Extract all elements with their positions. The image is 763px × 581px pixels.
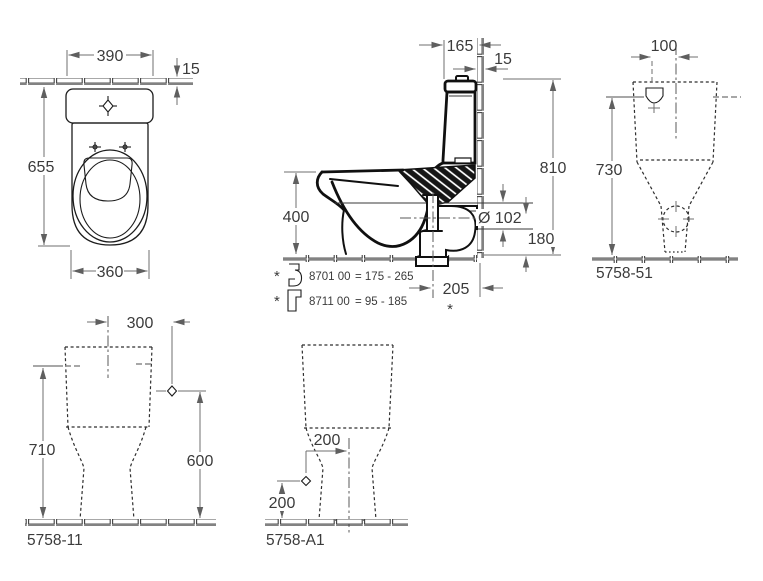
dim-side-tank-depth: 165 — [447, 38, 474, 55]
floor-hatch — [265, 519, 408, 526]
outlet-note-row-2: * 8711 00 = 95 - 185 — [274, 289, 407, 312]
note-marker: * — [274, 268, 280, 285]
cistern-section — [429, 75, 478, 173]
cistern-outline-plan — [65, 88, 154, 124]
outlet-offset-asterisk: * — [447, 301, 453, 318]
note-marker: * — [274, 293, 280, 310]
dim-side-height: 810 — [540, 160, 567, 177]
pipe-bend-90-icon — [287, 289, 302, 312]
dim-front-inlet-height: 600 — [187, 453, 214, 470]
dim-front-inlet-offset: 300 — [127, 315, 154, 332]
valve-diamond-icon — [99, 96, 117, 116]
dim-outlet-offset: 205 — [443, 281, 470, 298]
seat-ring-outer — [72, 149, 148, 243]
dim-outlet-height: 180 — [528, 231, 555, 248]
inlet-funnel-icon — [645, 87, 664, 113]
dim-outlet-diameter: Ø 102 — [478, 210, 522, 227]
fixing-cross-icon — [89, 142, 101, 152]
dim-rear-height: 730 — [596, 162, 623, 179]
wall-hatch — [477, 38, 484, 258]
dim-rim-height: 400 — [283, 209, 310, 226]
rear-outline — [632, 81, 718, 253]
dim-side-wall: 15 — [494, 51, 512, 68]
view-front: 300 710 600 5758-11 — [24, 315, 219, 549]
dim-front-height: 710 — [29, 442, 56, 459]
outlet-note-row-1: * 8701 00 = 175 - 265 — [274, 263, 414, 287]
dim-plan-width: 390 — [97, 48, 124, 65]
model-label-alt: 5758-A1 — [266, 532, 325, 549]
view-alt: 200 200 5758-A1 — [264, 344, 408, 549]
floor-hatch — [283, 255, 477, 262]
dim-rear-inlet-offset: 100 — [651, 38, 678, 55]
view-plan: 390 15 655 — [20, 48, 200, 281]
dim-alt-inlet-offset: 200 — [314, 432, 341, 449]
seat-ring-inner — [79, 159, 141, 239]
front-outline — [64, 346, 153, 521]
note-range: = 95 - 185 — [355, 296, 407, 308]
valve-diamond-icon — [156, 385, 178, 397]
pipe-bend-s-icon — [288, 263, 303, 287]
view-rear: 100 730 5758-51 — [591, 38, 741, 282]
dim-plan-bowl-width: 360 — [97, 264, 124, 281]
note-code: 8701 00 — [309, 271, 351, 283]
view-side-section: 165 15 810 — [274, 38, 571, 318]
dim-plan-wall: 15 — [182, 61, 200, 78]
wall-hatch — [20, 78, 193, 85]
bowl-outline-plan — [71, 122, 149, 246]
bowl-water-outline — [83, 157, 133, 202]
section-hatch-mass — [396, 164, 476, 207]
note-range: = 175 - 265 — [355, 271, 414, 283]
note-code: 8711 00 — [309, 296, 350, 308]
outlet-circle-icon — [658, 201, 694, 237]
dim-plan-depth: 655 — [28, 159, 55, 176]
floor-hatch — [25, 519, 216, 526]
dim-alt-inlet-height: 200 — [269, 495, 296, 512]
fixing-cross-icon — [119, 142, 131, 152]
floor-hatch — [592, 256, 738, 263]
valve-diamond-icon — [300, 475, 312, 487]
model-label-front: 5758-11 — [27, 532, 83, 549]
model-label-rear: 5758-51 — [596, 265, 653, 282]
